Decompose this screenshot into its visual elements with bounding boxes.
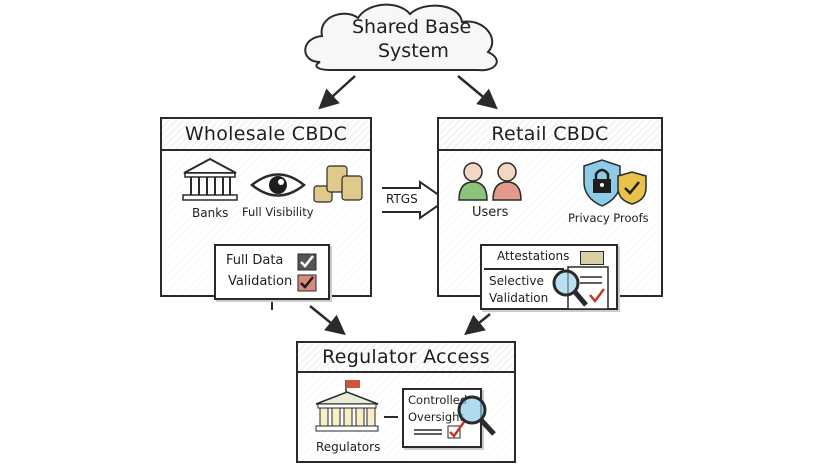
connector-line <box>384 416 398 418</box>
arrow-retail-to-regulator <box>464 313 491 336</box>
arrow-cloud-to-retail <box>457 75 498 110</box>
oversight-line1: Controlled <box>408 393 468 407</box>
checkbox-checked-icon <box>297 253 317 271</box>
privacy-proofs-label: Privacy Proofs <box>568 211 649 225</box>
full-data-line1: Full Data <box>226 253 284 268</box>
selective-line1: Selective <box>489 274 544 288</box>
cloud-label-line1: Shared Base <box>352 16 472 38</box>
cloud-label-line2: System <box>378 40 449 62</box>
banks-label: Banks <box>192 206 229 220</box>
users-label: Users <box>472 205 509 220</box>
regulator-building-icon <box>315 380 379 432</box>
attestations-label: Attestations <box>497 249 570 263</box>
coins-icon <box>313 165 363 203</box>
users-icon <box>458 162 522 201</box>
oversight-line2: Oversight <box>408 410 464 424</box>
eye-icon <box>250 173 306 197</box>
full-data-line2: Validation <box>228 274 293 289</box>
regulator-title: Regulator Access <box>296 341 516 373</box>
selective-line2: Validation <box>489 291 549 305</box>
rtgs-label: RTGS <box>386 192 418 206</box>
attestation-doc-icon <box>580 251 604 265</box>
magnifier-document-icon <box>552 266 609 310</box>
checkbox-checked-red-icon <box>297 274 317 292</box>
regulators-label: Regulators <box>316 440 381 454</box>
privacy-shield-icon <box>583 159 647 207</box>
arrow-wholesale-to-regulator <box>309 305 346 336</box>
bank-icon <box>182 157 238 201</box>
wholesale-title: Wholesale CBDC <box>160 117 372 151</box>
oversight-check-icon <box>414 395 496 439</box>
arrow-cloud-to-wholesale <box>318 75 356 110</box>
full-visibility-label: Full Visibility <box>242 205 314 219</box>
attestations-divider <box>484 268 564 270</box>
retail-title: Retail CBDC <box>437 117 663 151</box>
